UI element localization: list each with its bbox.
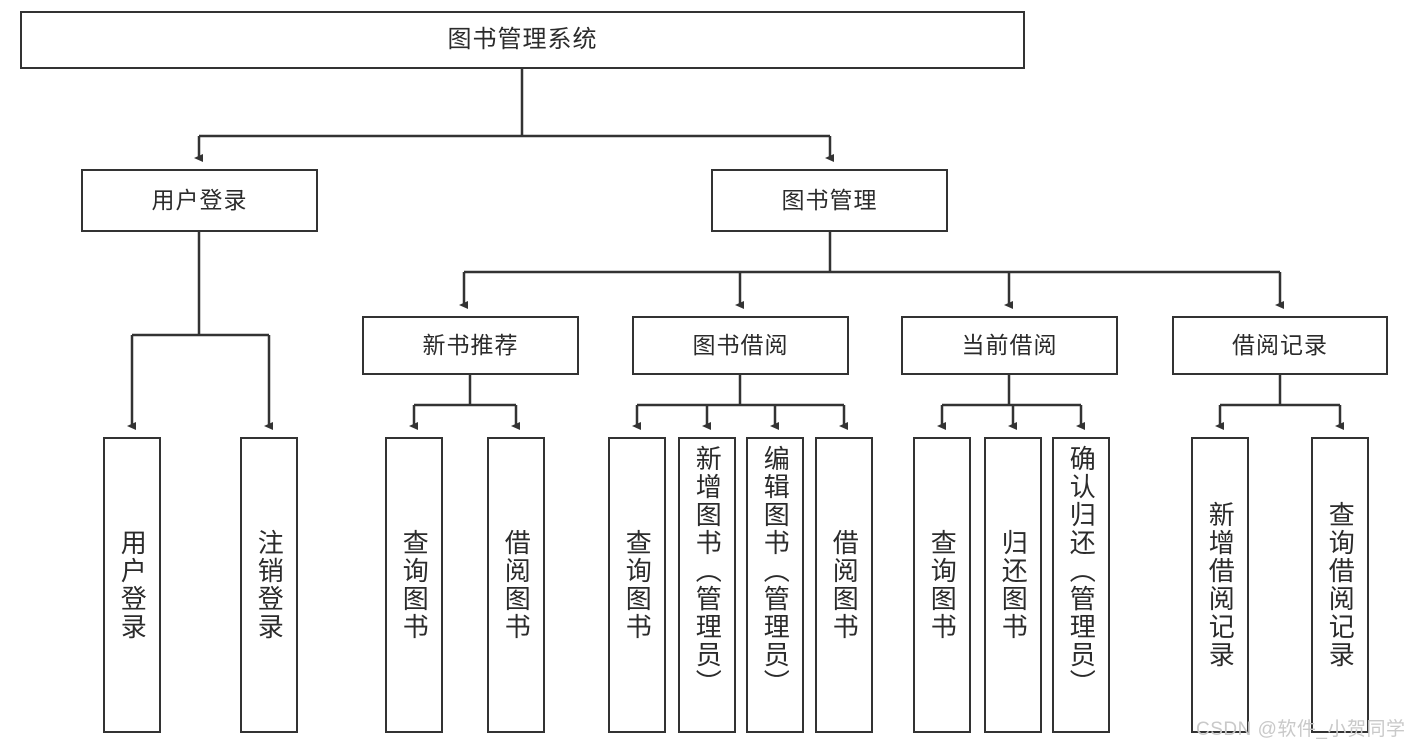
node-leaf-borrow-borrow-book-label: 借阅图书 <box>829 529 860 641</box>
node-new-book-rec[interactable]: 新书推荐 <box>362 316 579 375</box>
node-leaf-rec-query-record[interactable]: 查询借阅记录 <box>1311 437 1369 733</box>
node-user-login[interactable]: 用户登录 <box>81 169 318 232</box>
node-book-borrow[interactable]: 图书借阅 <box>632 316 849 375</box>
node-leaf-borrow-borrow-book[interactable]: 借阅图书 <box>815 437 873 733</box>
node-leaf-rec-add-record-label: 新增借阅记录 <box>1205 501 1236 669</box>
node-leaf-borrow-add-book[interactable]: 新增图书（管理员） <box>678 437 736 733</box>
node-leaf-rec-query-book-label: 查询图书 <box>399 529 430 641</box>
node-current-borrow-label: 当前借阅 <box>961 332 1058 359</box>
node-user-login-label: 用户登录 <box>151 187 248 214</box>
node-root-label: 图书管理系统 <box>447 26 598 54</box>
node-leaf-rec-borrow-book[interactable]: 借阅图书 <box>487 437 545 733</box>
node-leaf-cur-query-book[interactable]: 查询图书 <box>913 437 971 733</box>
node-leaf-borrow-query-book-label: 查询图书 <box>622 529 653 641</box>
node-leaf-user-login-label: 用户登录 <box>117 529 148 641</box>
node-borrow-record[interactable]: 借阅记录 <box>1172 316 1388 375</box>
node-leaf-cur-return-book-label: 归还图书 <box>998 529 1029 641</box>
node-leaf-user-logout[interactable]: 注销登录 <box>240 437 298 733</box>
node-leaf-borrow-edit-book-label: 编辑图书（管理员） <box>760 445 791 697</box>
node-leaf-user-login[interactable]: 用户登录 <box>103 437 161 733</box>
node-root[interactable]: 图书管理系统 <box>20 11 1025 69</box>
node-borrow-record-label: 借阅记录 <box>1232 332 1328 359</box>
node-leaf-rec-query-book[interactable]: 查询图书 <box>385 437 443 733</box>
node-leaf-rec-query-record-label: 查询借阅记录 <box>1325 501 1356 669</box>
node-leaf-rec-add-record[interactable]: 新增借阅记录 <box>1191 437 1249 733</box>
node-leaf-user-logout-label: 注销登录 <box>254 529 285 641</box>
node-leaf-borrow-edit-book[interactable]: 编辑图书（管理员） <box>746 437 804 733</box>
node-leaf-cur-return-book[interactable]: 归还图书 <box>984 437 1042 733</box>
node-leaf-cur-confirm-return-label: 确认归还（管理员） <box>1066 445 1097 697</box>
node-leaf-borrow-query-book[interactable]: 查询图书 <box>608 437 666 733</box>
node-leaf-cur-query-book-label: 查询图书 <box>927 529 958 641</box>
node-current-borrow[interactable]: 当前借阅 <box>901 316 1118 375</box>
node-leaf-borrow-add-book-label: 新增图书（管理员） <box>692 445 723 697</box>
node-leaf-cur-confirm-return[interactable]: 确认归还（管理员） <box>1052 437 1110 733</box>
node-leaf-rec-borrow-book-label: 借阅图书 <box>501 529 532 641</box>
node-book-manage[interactable]: 图书管理 <box>711 169 948 232</box>
node-book-manage-label: 图书管理 <box>781 187 878 214</box>
node-new-book-rec-label: 新书推荐 <box>422 332 519 359</box>
node-book-borrow-label: 图书借阅 <box>692 332 789 359</box>
watermark-text: CSDN @软件_小贺同学 <box>1196 719 1405 740</box>
